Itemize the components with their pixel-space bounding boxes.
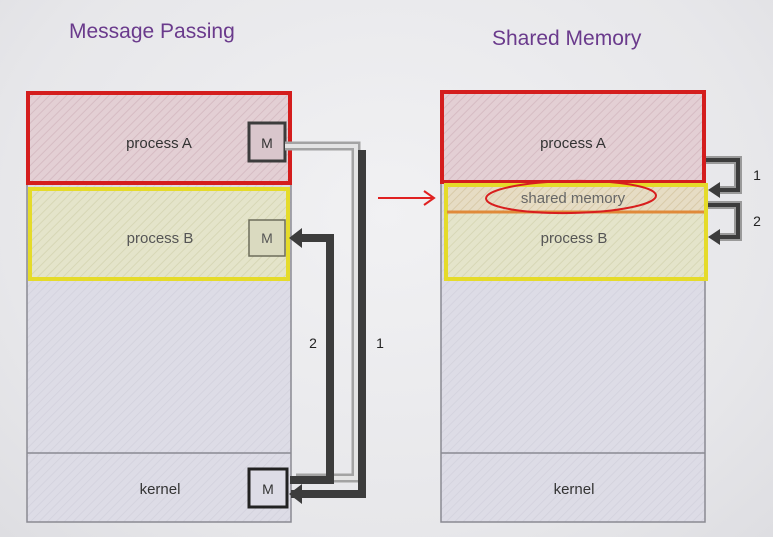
shared-memory-heading: Shared Memory [492, 27, 642, 50]
right-process-b-outline [444, 183, 708, 281]
arrow-step-2-head [289, 228, 302, 248]
arrow-step-1-outline [285, 141, 361, 483]
right-kernel-label: kernel [554, 481, 595, 498]
message-passing-diagram: process A process B kernel M M M [26, 91, 384, 523]
right-process-a-outline [440, 90, 706, 184]
message-box-process-a: M [247, 121, 287, 163]
shared-step-1-label: 1 [753, 167, 761, 183]
message-passing-heading: Message Passing [69, 20, 235, 43]
shared-arrow-step-1 [706, 156, 742, 198]
message-box-label: M [261, 230, 273, 246]
arrow-step-1-dark-path [300, 150, 366, 498]
left-process-a-label: process A [126, 135, 192, 152]
left-process-a-outline [26, 91, 292, 185]
shared-memory-diagram: process A shared memory process B kernel [440, 90, 761, 523]
red-annotation-arrow [378, 190, 436, 206]
shared-memory-label: shared memory [521, 190, 626, 207]
left-process-b-region [29, 188, 289, 280]
right-process-a-region [441, 91, 705, 183]
shared-memory-annotation-ellipse [485, 179, 657, 215]
left-process-b-label: process B [127, 230, 194, 247]
arrow-step-1 [285, 144, 358, 480]
right-process-a-label: process A [540, 135, 606, 152]
shared-step-2-label: 2 [753, 213, 761, 229]
step-2-label: 2 [309, 335, 317, 351]
step-1-label: 1 [376, 335, 384, 351]
message-box-kernel: M [247, 467, 289, 509]
shared-memory-region [445, 184, 705, 212]
message-box-process-b: M [248, 219, 286, 257]
left-process-a-region [27, 92, 291, 184]
left-process-b-outline [28, 187, 290, 281]
message-box-label: M [262, 481, 274, 497]
arrow-step-2 [290, 234, 334, 484]
right-process-b-region [445, 212, 705, 280]
shared-arrow-step-2 [708, 201, 742, 245]
message-box-label: M [261, 135, 273, 151]
left-kernel-label: kernel [140, 481, 181, 498]
arrow-step-1-head [289, 484, 302, 504]
right-process-b-label: process B [541, 230, 608, 247]
